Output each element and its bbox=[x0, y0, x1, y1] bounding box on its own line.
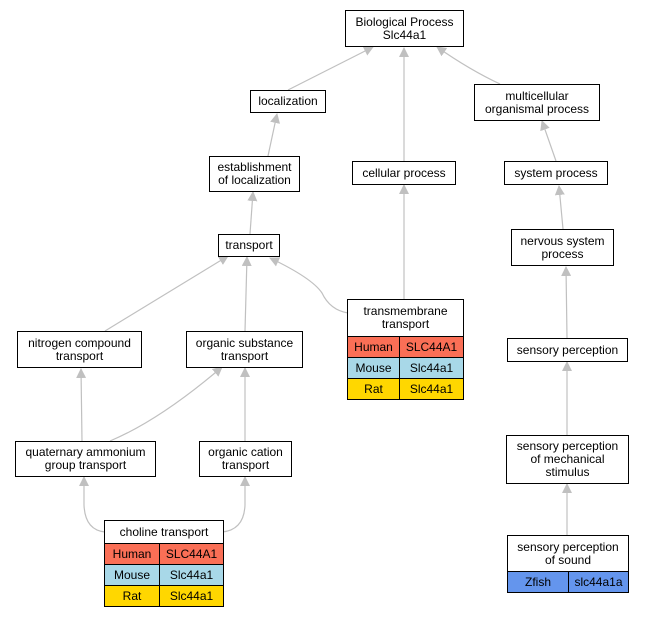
ortholog-gene: Slc44a1 bbox=[400, 358, 463, 378]
node-transmembrane-transport[interactable]: transmembrane transport Human SLC44A1 Mo… bbox=[347, 299, 464, 400]
node-nervous-system-process[interactable]: nervous system process bbox=[511, 229, 614, 266]
node-organic-cation-transport-label: organic cation transport bbox=[208, 445, 283, 472]
edge-quaternary-to-organic-substance bbox=[109, 366, 223, 442]
node-transport-label: transport bbox=[225, 238, 273, 252]
ortholog-species: Mouse bbox=[105, 565, 160, 585]
ortholog-species: Rat bbox=[348, 379, 400, 399]
ortholog-gene: SLC44A1 bbox=[160, 544, 223, 564]
node-sensory-perception-label: sensory perception bbox=[516, 342, 619, 357]
node-establishment-of-localization-label: establishment of localization bbox=[217, 160, 292, 187]
ortholog-row-rat: Rat Slc44a1 bbox=[105, 585, 223, 606]
node-biological-process[interactable]: Biological Process Slc44a1 bbox=[345, 10, 464, 47]
edge-nervous-to-system bbox=[554, 185, 565, 230]
node-organic-substance-transport-label: organic substance transport bbox=[195, 335, 294, 363]
edge-system-to-multicellular bbox=[540, 120, 557, 162]
ortholog-species: Rat bbox=[105, 586, 160, 606]
node-sensory-perception-of-mechanical-stimulus[interactable]: sensory perception of mechanical stimulu… bbox=[506, 435, 629, 484]
edge-quaternary-to-nitrogen bbox=[76, 368, 87, 442]
node-localization[interactable]: localization bbox=[250, 90, 326, 113]
node-sensory-perception[interactable]: sensory perception bbox=[507, 338, 628, 362]
node-quaternary-ammonium-group-transport[interactable]: quaternary ammonium group transport bbox=[15, 441, 156, 477]
node-nervous-system-process-label: nervous system process bbox=[520, 233, 605, 261]
edge-nitrogen-to-transport bbox=[104, 255, 229, 332]
node-biological-process-label: Biological Process Slc44a1 bbox=[355, 14, 454, 42]
edge-sensory-to-nervous bbox=[561, 266, 572, 339]
ortholog-row-zfish: Zfish slc44a1a bbox=[508, 571, 628, 592]
node-choline-transport[interactable]: choline transport Human SLC44A1 Mouse Sl… bbox=[104, 520, 224, 607]
node-localization-label: localization bbox=[258, 94, 318, 108]
ortholog-row-mouse: Mouse Slc44a1 bbox=[105, 564, 223, 585]
node-sensory-perception-of-sound[interactable]: sensory perception of sound Zfish slc44a… bbox=[507, 535, 629, 593]
node-cellular-process[interactable]: cellular process bbox=[352, 161, 456, 185]
ortholog-species: Mouse bbox=[348, 358, 400, 378]
ortholog-row-mouse: Mouse Slc44a1 bbox=[348, 357, 463, 378]
node-nitrogen-compound-transport-label: nitrogen compound transport bbox=[28, 335, 131, 363]
node-choline-transport-label: choline transport bbox=[119, 524, 209, 539]
node-cellular-process-label: cellular process bbox=[362, 165, 446, 180]
edge-choline-to-organic-cation bbox=[221, 476, 250, 533]
ortholog-gene: SLC44A1 bbox=[400, 337, 463, 357]
node-system-process[interactable]: system process bbox=[504, 161, 608, 185]
node-transmembrane-transport-label: transmembrane transport bbox=[363, 304, 448, 331]
node-system-process-label: system process bbox=[514, 165, 598, 180]
edge-transport-to-establishment bbox=[247, 191, 258, 235]
ortholog-species: Zfish bbox=[508, 572, 569, 592]
ortholog-species: Human bbox=[105, 544, 160, 564]
node-sensory-perception-of-mechanical-stimulus-label: sensory perception of mechanical stimulu… bbox=[516, 439, 619, 479]
node-multicellular-organismal-process[interactable]: multicellular organismal process bbox=[474, 84, 600, 121]
edge-localization-to-root bbox=[287, 46, 374, 91]
node-nitrogen-compound-transport[interactable]: nitrogen compound transport bbox=[17, 331, 142, 368]
ortholog-row-human: Human SLC44A1 bbox=[105, 543, 223, 564]
node-organic-cation-transport[interactable]: organic cation transport bbox=[199, 441, 292, 477]
ortholog-gene: Slc44a1 bbox=[160, 565, 223, 585]
ortholog-row-rat: Rat Slc44a1 bbox=[348, 378, 463, 399]
ortholog-gene: slc44a1a bbox=[569, 572, 628, 592]
ortholog-gene: Slc44a1 bbox=[160, 586, 223, 606]
ortholog-row-human: Human SLC44A1 bbox=[348, 336, 463, 357]
node-quaternary-ammonium-group-transport-label: quaternary ammonium group transport bbox=[25, 445, 146, 472]
node-organic-substance-transport[interactable]: organic substance transport bbox=[186, 331, 303, 368]
edge-organic-substance-to-transport bbox=[241, 256, 252, 332]
ortholog-species: Human bbox=[348, 337, 400, 357]
edge-establishment-to-localization bbox=[267, 113, 281, 157]
edge-choline-to-quaternary bbox=[79, 476, 106, 533]
edge-transmembrane-to-transport bbox=[269, 257, 349, 314]
ortholog-gene: Slc44a1 bbox=[400, 379, 463, 399]
node-establishment-of-localization[interactable]: establishment of localization bbox=[209, 156, 300, 192]
node-sensory-perception-of-sound-label: sensory perception of sound bbox=[517, 539, 619, 567]
node-transport[interactable]: transport bbox=[218, 234, 280, 257]
edge-multicellular-to-root bbox=[436, 46, 501, 85]
node-multicellular-organismal-process-label: multicellular organismal process bbox=[484, 88, 590, 116]
